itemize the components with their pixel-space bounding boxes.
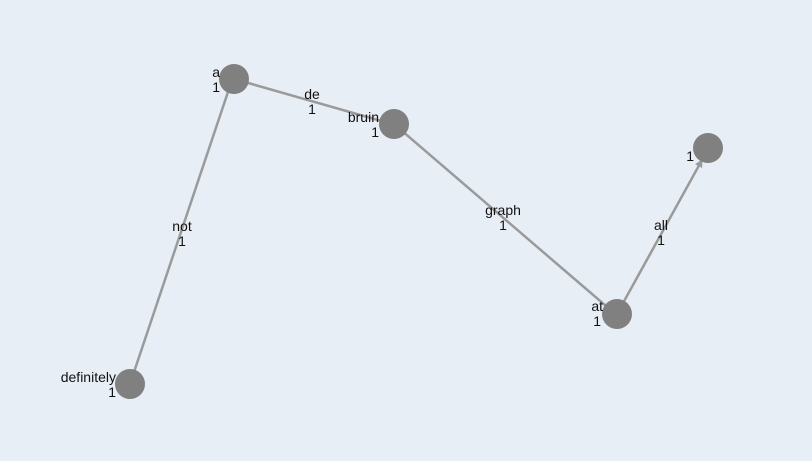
edges-layer: not 1 de 1 graph 1 all 1 [128, 77, 704, 385]
node-label: at [591, 298, 603, 314]
node-circle [115, 369, 145, 399]
edge-line [128, 79, 234, 385]
edge-line [615, 159, 704, 315]
node-label: bruin [348, 109, 379, 125]
node-circle [693, 133, 723, 163]
node-count: 1 [686, 148, 694, 164]
edge-count: 1 [657, 232, 665, 248]
node-definitely[interactable]: definitely 1 [61, 369, 145, 400]
node-count: 1 [212, 79, 220, 95]
edge-line [233, 77, 393, 126]
node-a[interactable]: a 1 [212, 64, 249, 95]
nodes-layer: definitely 1 a 1 bruin 1 at 1 1 [61, 64, 723, 400]
edge-label: de [304, 86, 320, 102]
edge-count: 1 [178, 233, 186, 249]
edge-label: all [654, 217, 668, 233]
node-at[interactable]: at 1 [591, 298, 632, 329]
node-count: 1 [108, 384, 116, 400]
node-circle [602, 299, 632, 329]
node-bruin[interactable]: bruin 1 [348, 109, 409, 140]
edge-line [393, 123, 614, 313]
node-label: a [212, 64, 220, 80]
edge-count: 1 [499, 217, 507, 233]
edge-graph[interactable]: graph 1 [393, 123, 614, 313]
node-end[interactable]: 1 [686, 133, 723, 164]
edge-not[interactable]: not 1 [128, 79, 234, 385]
edge-all[interactable]: all 1 [615, 159, 704, 315]
node-circle [379, 109, 409, 139]
node-label: definitely [61, 369, 116, 385]
node-count: 1 [371, 124, 379, 140]
edge-label: not [172, 218, 192, 234]
node-count: 1 [593, 313, 601, 329]
edge-label: graph [485, 202, 521, 218]
edge-de[interactable]: de 1 [233, 77, 393, 126]
edge-count: 1 [308, 101, 316, 117]
node-circle [219, 64, 249, 94]
